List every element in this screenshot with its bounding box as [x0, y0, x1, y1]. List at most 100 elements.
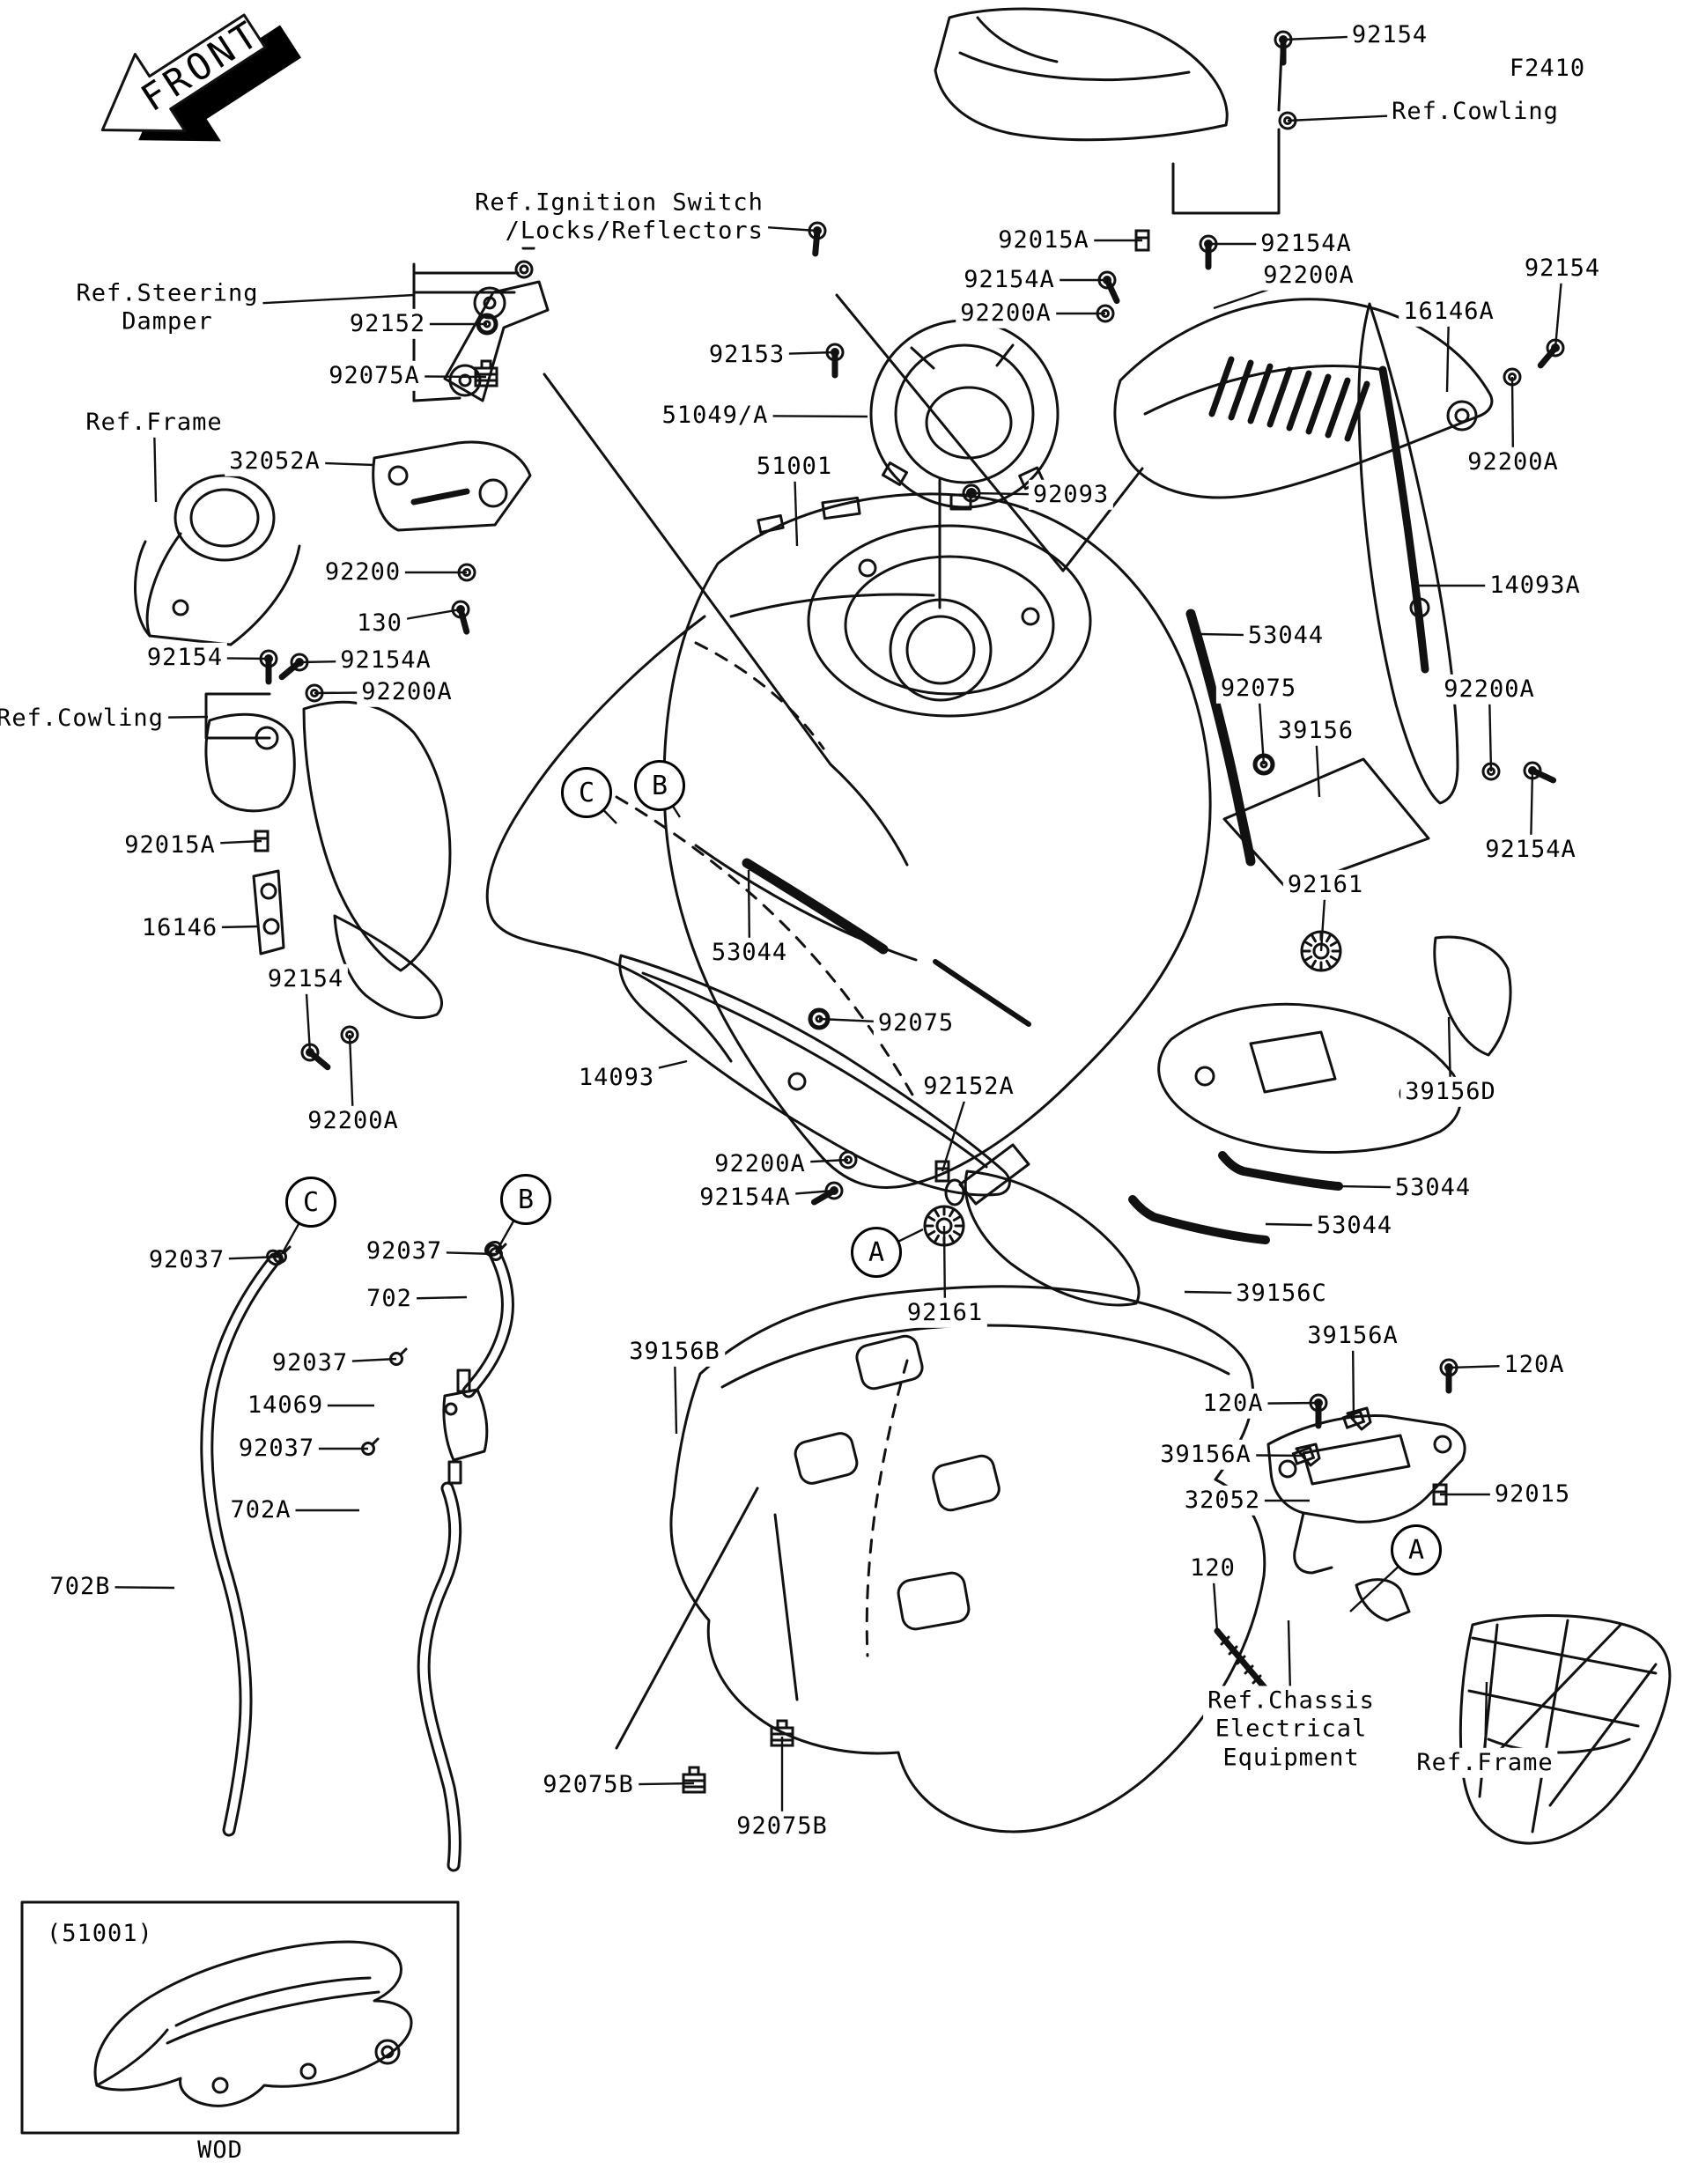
part-label-ref-cowling-top: Ref.Cowling: [1387, 96, 1563, 128]
fastener-glyph-collar: [1134, 229, 1150, 252]
part-label-16146A: 16146A: [1399, 296, 1499, 328]
fastener-glyph-washer: [457, 563, 476, 582]
part-label-92152A: 92152A: [919, 1071, 1019, 1103]
fastener-glyph-screw: [1537, 338, 1565, 369]
footer-code: WOD: [193, 2135, 247, 2166]
fastener-glyph-screw: [300, 1043, 331, 1071]
fastener-glyph-washer: [1481, 762, 1501, 781]
trim-14093-art: [618, 954, 1011, 1197]
part-label-92154A-topright: 92154A: [1256, 228, 1356, 260]
fastener-glyph-screw: [1523, 761, 1557, 784]
fastener-glyph-damper: [682, 1766, 706, 1794]
part-label-92075B-left: 92075B: [538, 1769, 639, 1801]
part-label-14093: 14093: [573, 1062, 660, 1094]
part-label-92154-top: 92154: [1347, 19, 1433, 51]
fastener-glyph-washer: [1278, 111, 1297, 130]
part-label-92200: 92200: [320, 557, 406, 588]
fastener-glyph-washer: [340, 1025, 359, 1044]
fastener-glyph-washer: [1096, 304, 1115, 323]
fastener-glyph-screw: [825, 343, 845, 379]
fastener-glyph-washer: [1503, 367, 1522, 387]
fastener-glyph-washer: [838, 1150, 858, 1169]
part-label-ref-chassis: Ref.Chassis Electrical Equipment: [1203, 1686, 1379, 1774]
part-label-120A-right: 120A: [1499, 1349, 1569, 1381]
part-label-92037-c: 92037: [144, 1244, 230, 1276]
callout-c-2: C: [285, 1177, 336, 1228]
rear-bracket-art: [944, 1002, 1462, 1622]
fastener-glyph-clamp: [273, 1245, 292, 1264]
fastener-glyph-screw: [1309, 1393, 1328, 1429]
pads-art: [964, 757, 1512, 1467]
part-label-51001: 51001: [751, 451, 838, 483]
part-label-92075B-right: 92075B: [732, 1811, 832, 1842]
fastener-glyph-screw: [451, 600, 470, 635]
part-label-92154A-left: 92154A: [336, 645, 436, 676]
trim-14093A-art: [1357, 302, 1459, 805]
part-label-702: 702: [362, 1283, 417, 1315]
part-label-92154-right: 92154: [1519, 253, 1606, 284]
part-label-ref-frame-bottom: Ref.Frame: [1412, 1747, 1558, 1779]
fastener-glyph-damper: [474, 359, 498, 387]
part-label-92154A-center-low: 92154A: [695, 1182, 795, 1214]
part-label-53044-r2: 53044: [1311, 1210, 1398, 1242]
fastener-glyph-collar: [934, 1160, 950, 1183]
fastener-glyph-screw: [1097, 270, 1120, 305]
part-label-14093A: 14093A: [1485, 570, 1585, 601]
part-label-39156B: 39156B: [624, 1336, 725, 1368]
callout-c-0: C: [561, 767, 612, 818]
part-label-39156C: 39156C: [1231, 1278, 1332, 1310]
fastener-glyph-screw: [278, 653, 309, 681]
callout-a-4: A: [851, 1227, 902, 1278]
part-label-53044-right-top: 53044: [1243, 620, 1329, 652]
part-label-53044-r1: 53044: [1390, 1172, 1476, 1204]
figure-code: F2410: [1504, 53, 1591, 85]
part-label-92154-left-low: 92154: [262, 963, 349, 995]
bracket-32052A-art: [372, 440, 532, 532]
part-label-702A: 702A: [225, 1494, 296, 1526]
callout-b-1: B: [634, 760, 685, 811]
part-label-92075-center: 92075: [873, 1007, 959, 1039]
part-label-14069: 14069: [242, 1390, 329, 1421]
part-label-92152: 92152: [344, 308, 431, 340]
part-label-92200A-right-mid: 92200A: [1463, 446, 1563, 478]
part-label-ref-steering-damper: Ref.Steering Damper: [71, 278, 263, 338]
part-label-92015A-top: 92015A: [993, 225, 1094, 256]
fastener-glyph-grommet: [808, 1007, 831, 1030]
fastener-glyph-damper: [770, 1719, 794, 1747]
part-label-92154A-mid: 92154A: [959, 264, 1060, 296]
callout-b-3: B: [500, 1174, 551, 1225]
fastener-glyph-clamp: [489, 1243, 507, 1261]
part-label-53044-center: 53044: [706, 937, 793, 969]
part-label-ref-ignition: Ref.Ignition Switch /Locks/Reflectors: [470, 188, 768, 247]
inset-box-art: [20, 1900, 460, 2135]
part-label-32052A: 32052A: [225, 446, 325, 477]
fastener-glyph-screw: [810, 1181, 844, 1206]
part-label-92075-right: 92075: [1215, 673, 1302, 705]
part-label-92015A-left: 92015A: [120, 830, 220, 861]
fastener-glyph-nut: [962, 483, 981, 503]
fastener-glyph-screw: [808, 221, 827, 257]
top-cowling-art: [934, 7, 1283, 215]
fastener-glyph-stud: [1214, 1627, 1275, 1700]
part-label-92153: 92153: [704, 339, 790, 371]
fastener-glyph-screw: [1199, 234, 1218, 270]
fuel-tank-art: [485, 478, 1212, 1189]
part-label-39156D: 39156D: [1400, 1076, 1501, 1108]
part-label-39156: 39156: [1273, 715, 1359, 747]
part-label-702B: 702B: [45, 1571, 115, 1603]
part-label-39156A-left: 39156A: [1156, 1439, 1256, 1471]
part-label-ref-cowling-left: Ref.Cowling: [0, 703, 168, 734]
fastener-glyph-tab: [1341, 1410, 1366, 1429]
part-label-92200A-left: 92200A: [357, 676, 457, 708]
right-cowling-art: [1113, 298, 1494, 499]
part-label-39156A-top: 39156A: [1303, 1320, 1403, 1352]
fastener-glyph-collar: [1432, 1483, 1448, 1506]
part-label-92093: 92093: [1028, 479, 1114, 511]
frame-head-art: [134, 474, 301, 646]
part-label-51049A: 51049/A: [657, 400, 773, 432]
fastener-glyph-clamp: [389, 1347, 408, 1366]
fastener-glyph-knob: [1300, 930, 1342, 972]
fastener-glyph-screw: [259, 649, 278, 685]
